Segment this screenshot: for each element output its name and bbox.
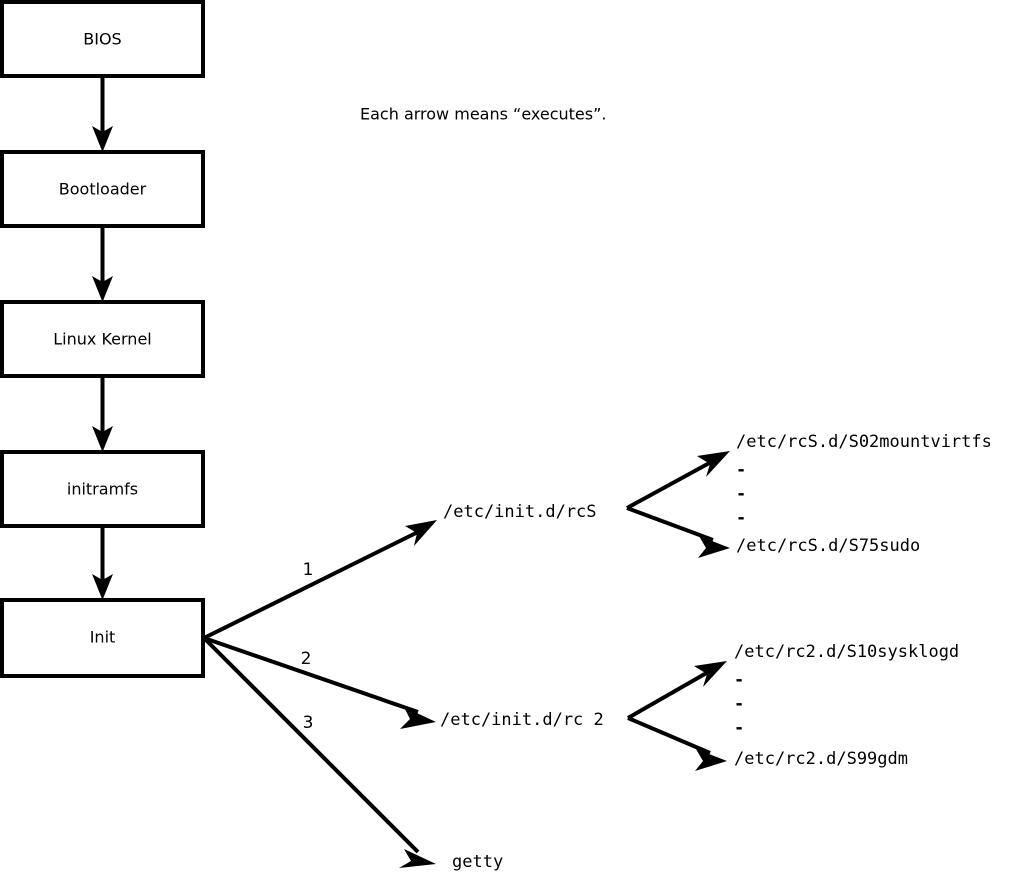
node-etc-init-d-rcs[interactable]: /etc/init.d/rcS: [443, 502, 597, 522]
branch-3-arrow-head: [399, 849, 436, 868]
edge-rcs-to-first-script: [626, 451, 730, 510]
edge-initramfs-to-init: [92, 526, 113, 600]
init-box[interactable]: [0, 598, 205, 678]
edge-rc2-to-first-script: [627, 661, 727, 720]
node-getty[interactable]: getty: [452, 852, 503, 872]
rcs-last-line: [626, 506, 714, 542]
bootloader-box[interactable]: [0, 150, 205, 228]
edge-init-branch-2: 2: [203, 636, 436, 729]
edge-kernel-to-initramfs: [92, 376, 113, 452]
node-bootloader[interactable]: Bootloader: [0, 150, 205, 228]
bootloader-label: Bootloader: [59, 180, 147, 199]
branch-3-line: [202, 636, 420, 854]
edge-bootloader-to-kernel: [92, 226, 113, 302]
node-init[interactable]: Init: [0, 598, 205, 678]
rc2-last-arrow-head: [695, 749, 727, 771]
branch-2-number: 2: [301, 649, 312, 669]
node-bios[interactable]: BIOS: [0, 0, 205, 78]
edge-rc2-to-last-script: [627, 716, 727, 771]
arrow-head-2: [92, 276, 113, 302]
branch-1-line: [203, 529, 421, 640]
edge-bios-to-bootloader: [92, 76, 113, 152]
script-rc2-last[interactable]: /etc/rc2.d/S99gdm: [734, 749, 908, 769]
rc2-ellipsis-dash-2: -: [734, 694, 744, 714]
rc2-ellipsis-dash-1: -: [734, 670, 744, 690]
rcs-first-arrow-head: [697, 451, 730, 477]
initramfs-label: initramfs: [67, 480, 138, 499]
arrow-head-1: [92, 126, 113, 152]
script-rcs-last[interactable]: /etc/rcS.d/S75sudo: [736, 536, 920, 556]
rcs-ellipsis-dash-3: -: [736, 508, 746, 528]
branch-2-arrow-head: [400, 707, 436, 729]
bios-label: BIOS: [83, 30, 121, 49]
script-rc2-first[interactable]: /etc/rc2.d/S10sysklogd: [734, 642, 959, 662]
rc2-ellipsis-dash-3: -: [734, 718, 744, 738]
rcs-ellipsis-dash-2: -: [736, 484, 746, 504]
script-rcs-first[interactable]: /etc/rcS.d/S02mountvirtfs: [736, 432, 992, 452]
rcs-ellipsis-dash-1: -: [736, 460, 746, 480]
legend-note: Each arrow means “executes”.: [360, 105, 606, 124]
branch-1-arrow-head: [405, 520, 437, 546]
linux-kernel-label: Linux Kernel: [53, 330, 151, 349]
branch-1-number: 1: [303, 560, 314, 580]
arrow-head-3: [92, 426, 113, 452]
init-label: Init: [90, 628, 116, 647]
edge-init-branch-1: 1: [203, 520, 437, 640]
arrow-head-4: [92, 574, 113, 600]
edge-init-branch-3: 3: [202, 636, 436, 868]
rc2-last-line: [627, 716, 711, 755]
rcs-last-arrow-head: [698, 536, 730, 558]
node-linux-kernel[interactable]: Linux Kernel: [0, 300, 205, 378]
rc2-first-line: [627, 669, 711, 720]
node-etc-init-d-rc-2[interactable]: /etc/init.d/rc 2: [440, 710, 604, 730]
branch-2-line: [203, 636, 419, 714]
linux-kernel-box[interactable]: [0, 300, 205, 378]
node-initramfs[interactable]: initramfs: [0, 450, 205, 528]
branch-3-number: 3: [303, 713, 314, 733]
bios-box[interactable]: [0, 0, 205, 78]
rcs-first-line: [626, 459, 714, 510]
edge-rcs-to-last-script: [626, 506, 730, 558]
rc2-first-arrow-head: [694, 661, 727, 687]
